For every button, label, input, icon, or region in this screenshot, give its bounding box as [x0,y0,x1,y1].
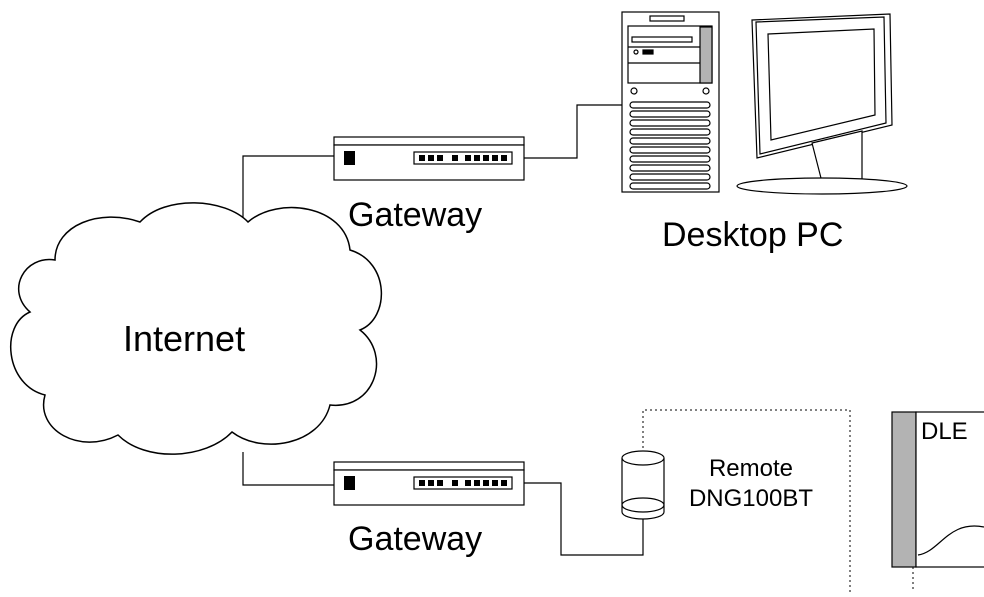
gateway-bottom-icon [333,461,525,506]
desktop-tower-icon [621,11,720,193]
link-internet-gateway-top [242,155,334,222]
remote-enclosure-border [642,409,851,592]
desktop-pc-label: Desktop PC [662,216,844,254]
network-links [242,104,644,556]
link-gateway-top-desktop [524,104,622,159]
monitor-icon [736,13,908,195]
internet-label: Internet [123,318,246,359]
gateway-bottom-label: Gateway [348,520,483,558]
remote-label-line2: DNG100BT [688,485,814,512]
dle-label: DLE [921,418,968,445]
remote-label-line1: Remote [708,455,794,482]
internet-cloud-icon [9,202,382,455]
gateway-top-label: Gateway [348,196,483,234]
gateway-top-icon [333,136,525,181]
link-internet-gateway-bottom [242,452,334,486]
dle-device-icon [891,411,984,592]
remote-dng-label: Remote DNG100BT [676,454,826,514]
dng100bt-device-icon [621,450,665,520]
link-gateway-bottom-dng [524,482,644,556]
